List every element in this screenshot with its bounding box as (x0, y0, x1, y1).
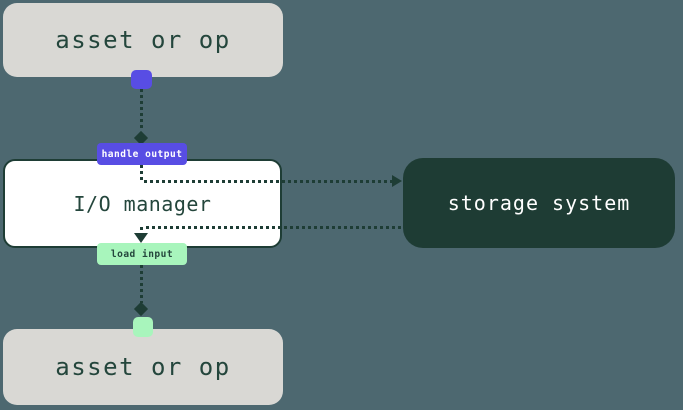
node-storage-system-label: storage system (447, 191, 631, 215)
edge-label-load-input: load input (97, 243, 187, 265)
edge-to-storage-horizontal-line (144, 180, 392, 183)
node-asset-or-op-top: asset or op (3, 3, 283, 77)
node-asset-or-op-bottom: asset or op (3, 329, 283, 405)
node-storage-system: storage system (403, 158, 675, 248)
edge-from-storage-horizontal-line (146, 226, 403, 229)
diamond-arrowhead-icon-input (133, 301, 149, 317)
arrow-down-icon-into-load-input (134, 233, 148, 243)
arrow-right-icon-into-storage (392, 175, 402, 187)
edge-label-handle-output: handle output (97, 143, 187, 165)
edge-output-vertical-line (140, 89, 143, 131)
node-asset-or-op-top-label: asset or op (55, 26, 231, 54)
node-io-manager-label: I/O manager (73, 191, 212, 216)
edge-input-vertical-line (140, 265, 143, 303)
node-asset-or-op-bottom-label: asset or op (55, 353, 231, 381)
edge-from-storage-vertical-line (140, 227, 143, 235)
output-port-handle (131, 70, 152, 89)
edge-to-storage-vertical-line (140, 165, 143, 181)
edge-label-handle-output-text: handle output (101, 148, 183, 160)
edge-label-load-input-text: load input (110, 248, 174, 260)
input-port-handle (133, 317, 153, 337)
